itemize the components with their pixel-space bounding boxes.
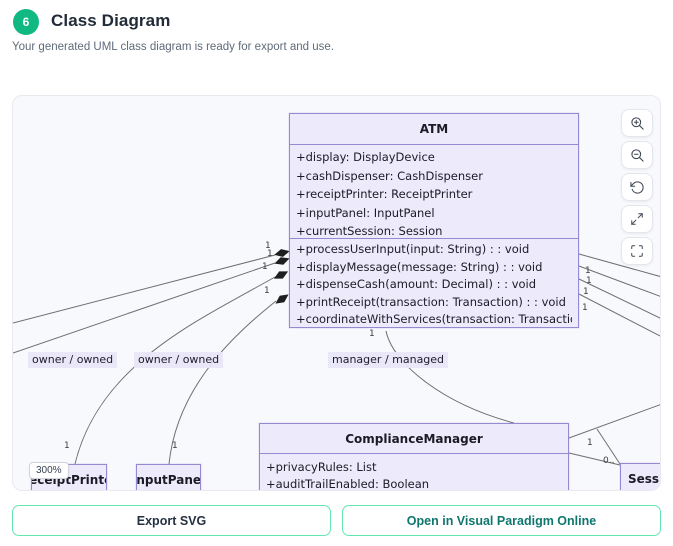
- class-attributes: +privacyRules: List +auditTrailEnabled: …: [260, 454, 568, 491]
- zoom-in-button[interactable]: [621, 109, 653, 137]
- edge-compliancemanager-right: [568, 404, 660, 439]
- multiplicity-label: 1: [172, 441, 178, 451]
- zoom-level-badge: 300%: [29, 462, 69, 479]
- class-box-session[interactable]: Session: [620, 463, 660, 490]
- multiplicity-label: 1: [267, 249, 273, 259]
- multiplicity-label: 1: [583, 287, 589, 297]
- attribute-line: +inputPanel: InputPanel: [296, 205, 435, 220]
- multiplicity-label: 1: [64, 441, 70, 451]
- class-attributes: +display: DisplayDevice +cashDispenser: …: [290, 145, 578, 239]
- attribute-line: +cashDispenser: CashDispenser: [296, 168, 483, 183]
- relationship-edges: [13, 249, 660, 466]
- method-line: +displayMessage(message: String) : : voi…: [296, 259, 543, 274]
- edge-session-upper: [596, 428, 621, 465]
- page-title: Class Diagram: [51, 11, 171, 30]
- reset-view-button[interactable]: [621, 173, 653, 201]
- diamond-icon: [274, 249, 290, 257]
- edge-atm-left-2: [13, 262, 276, 354]
- edge-atm-right-1: [578, 253, 660, 277]
- multiplicity-label: 1: [582, 303, 588, 313]
- edge-atm-right-3: [578, 278, 660, 319]
- open-visual-paradigm-button[interactable]: Open in Visual Paradigm Online: [342, 505, 661, 536]
- composition-diamonds: [273, 249, 290, 304]
- multiplicity-label: 1: [264, 286, 270, 296]
- attribute-line: +privacyRules: List: [266, 460, 377, 474]
- expand-icon: [631, 213, 643, 225]
- method-line: +processUserInput(input: String) : : voi…: [296, 242, 530, 256]
- export-svg-button[interactable]: Export SVG: [12, 505, 331, 536]
- class-name: ComplianceManager: [260, 424, 568, 454]
- edge-atm-right-4: [578, 293, 660, 337]
- fullscreen-icon: [631, 245, 643, 257]
- diamond-icon: [273, 271, 289, 279]
- zoom-out-button[interactable]: [621, 141, 653, 169]
- diagram-canvas[interactable]: ATM +display: DisplayDevice +cashDispens…: [12, 95, 661, 491]
- multiplicity-label: 1: [586, 276, 592, 286]
- edge-atm-right-2: [578, 265, 660, 297]
- fullscreen-button[interactable]: [621, 237, 653, 265]
- edge-atm-left-1: [13, 254, 276, 324]
- attribute-line: +receiptPrinter: ReceiptPrinter: [296, 187, 473, 202]
- rotate-ccw-icon: [629, 180, 644, 194]
- multiplicity-label: 1: [369, 329, 375, 339]
- attribute-line: +currentSession: Session: [296, 224, 443, 239]
- class-methods: +processUserInput(input: String) : : voi…: [290, 239, 578, 328]
- expand-button[interactable]: [621, 205, 653, 233]
- class-box-atm[interactable]: ATM +display: DisplayDevice +cashDispens…: [289, 113, 579, 328]
- class-box-compliancemanager[interactable]: ComplianceManager +privacyRules: List +a…: [259, 423, 569, 491]
- step-number-badge: 6: [13, 9, 39, 35]
- class-name: ATM: [290, 114, 578, 145]
- class-box-inputpanel[interactable]: InputPanel: [136, 464, 201, 490]
- diamond-icon: [274, 257, 290, 265]
- method-line: +coordinateWithServices(transaction: Tra…: [296, 312, 572, 327]
- edge-label-owner-owned-1: owner / owned: [28, 352, 118, 368]
- method-line: +dispenseCash(amount: Decimal) : : void: [296, 277, 537, 292]
- edge-label-owner-owned-2: owner / owned: [134, 352, 224, 368]
- method-line: +printReceipt(transaction: Transaction) …: [296, 294, 566, 309]
- multiplicity-label: 1: [587, 438, 593, 448]
- attribute-line: +auditTrailEnabled: Boolean: [266, 477, 430, 491]
- edge-compliancemanager-session: [568, 452, 621, 466]
- multiplicity-label: 1: [262, 262, 268, 272]
- page-subtitle: Your generated UML class diagram is read…: [12, 41, 334, 53]
- zoom-out-icon: [630, 148, 644, 162]
- edge-atm-compliancemanager: [385, 330, 515, 424]
- edge-atm-receiptprinter: [74, 276, 276, 465]
- multiplicity-label: 0..: [603, 456, 615, 466]
- multiplicity-label: 1: [585, 266, 591, 276]
- zoom-in-icon: [630, 116, 644, 130]
- multiplicity-label: 1: [265, 241, 271, 251]
- diamond-icon: [275, 294, 289, 304]
- attribute-line: +display: DisplayDevice: [296, 150, 435, 164]
- edge-label-manager-managed: manager / managed: [328, 352, 449, 368]
